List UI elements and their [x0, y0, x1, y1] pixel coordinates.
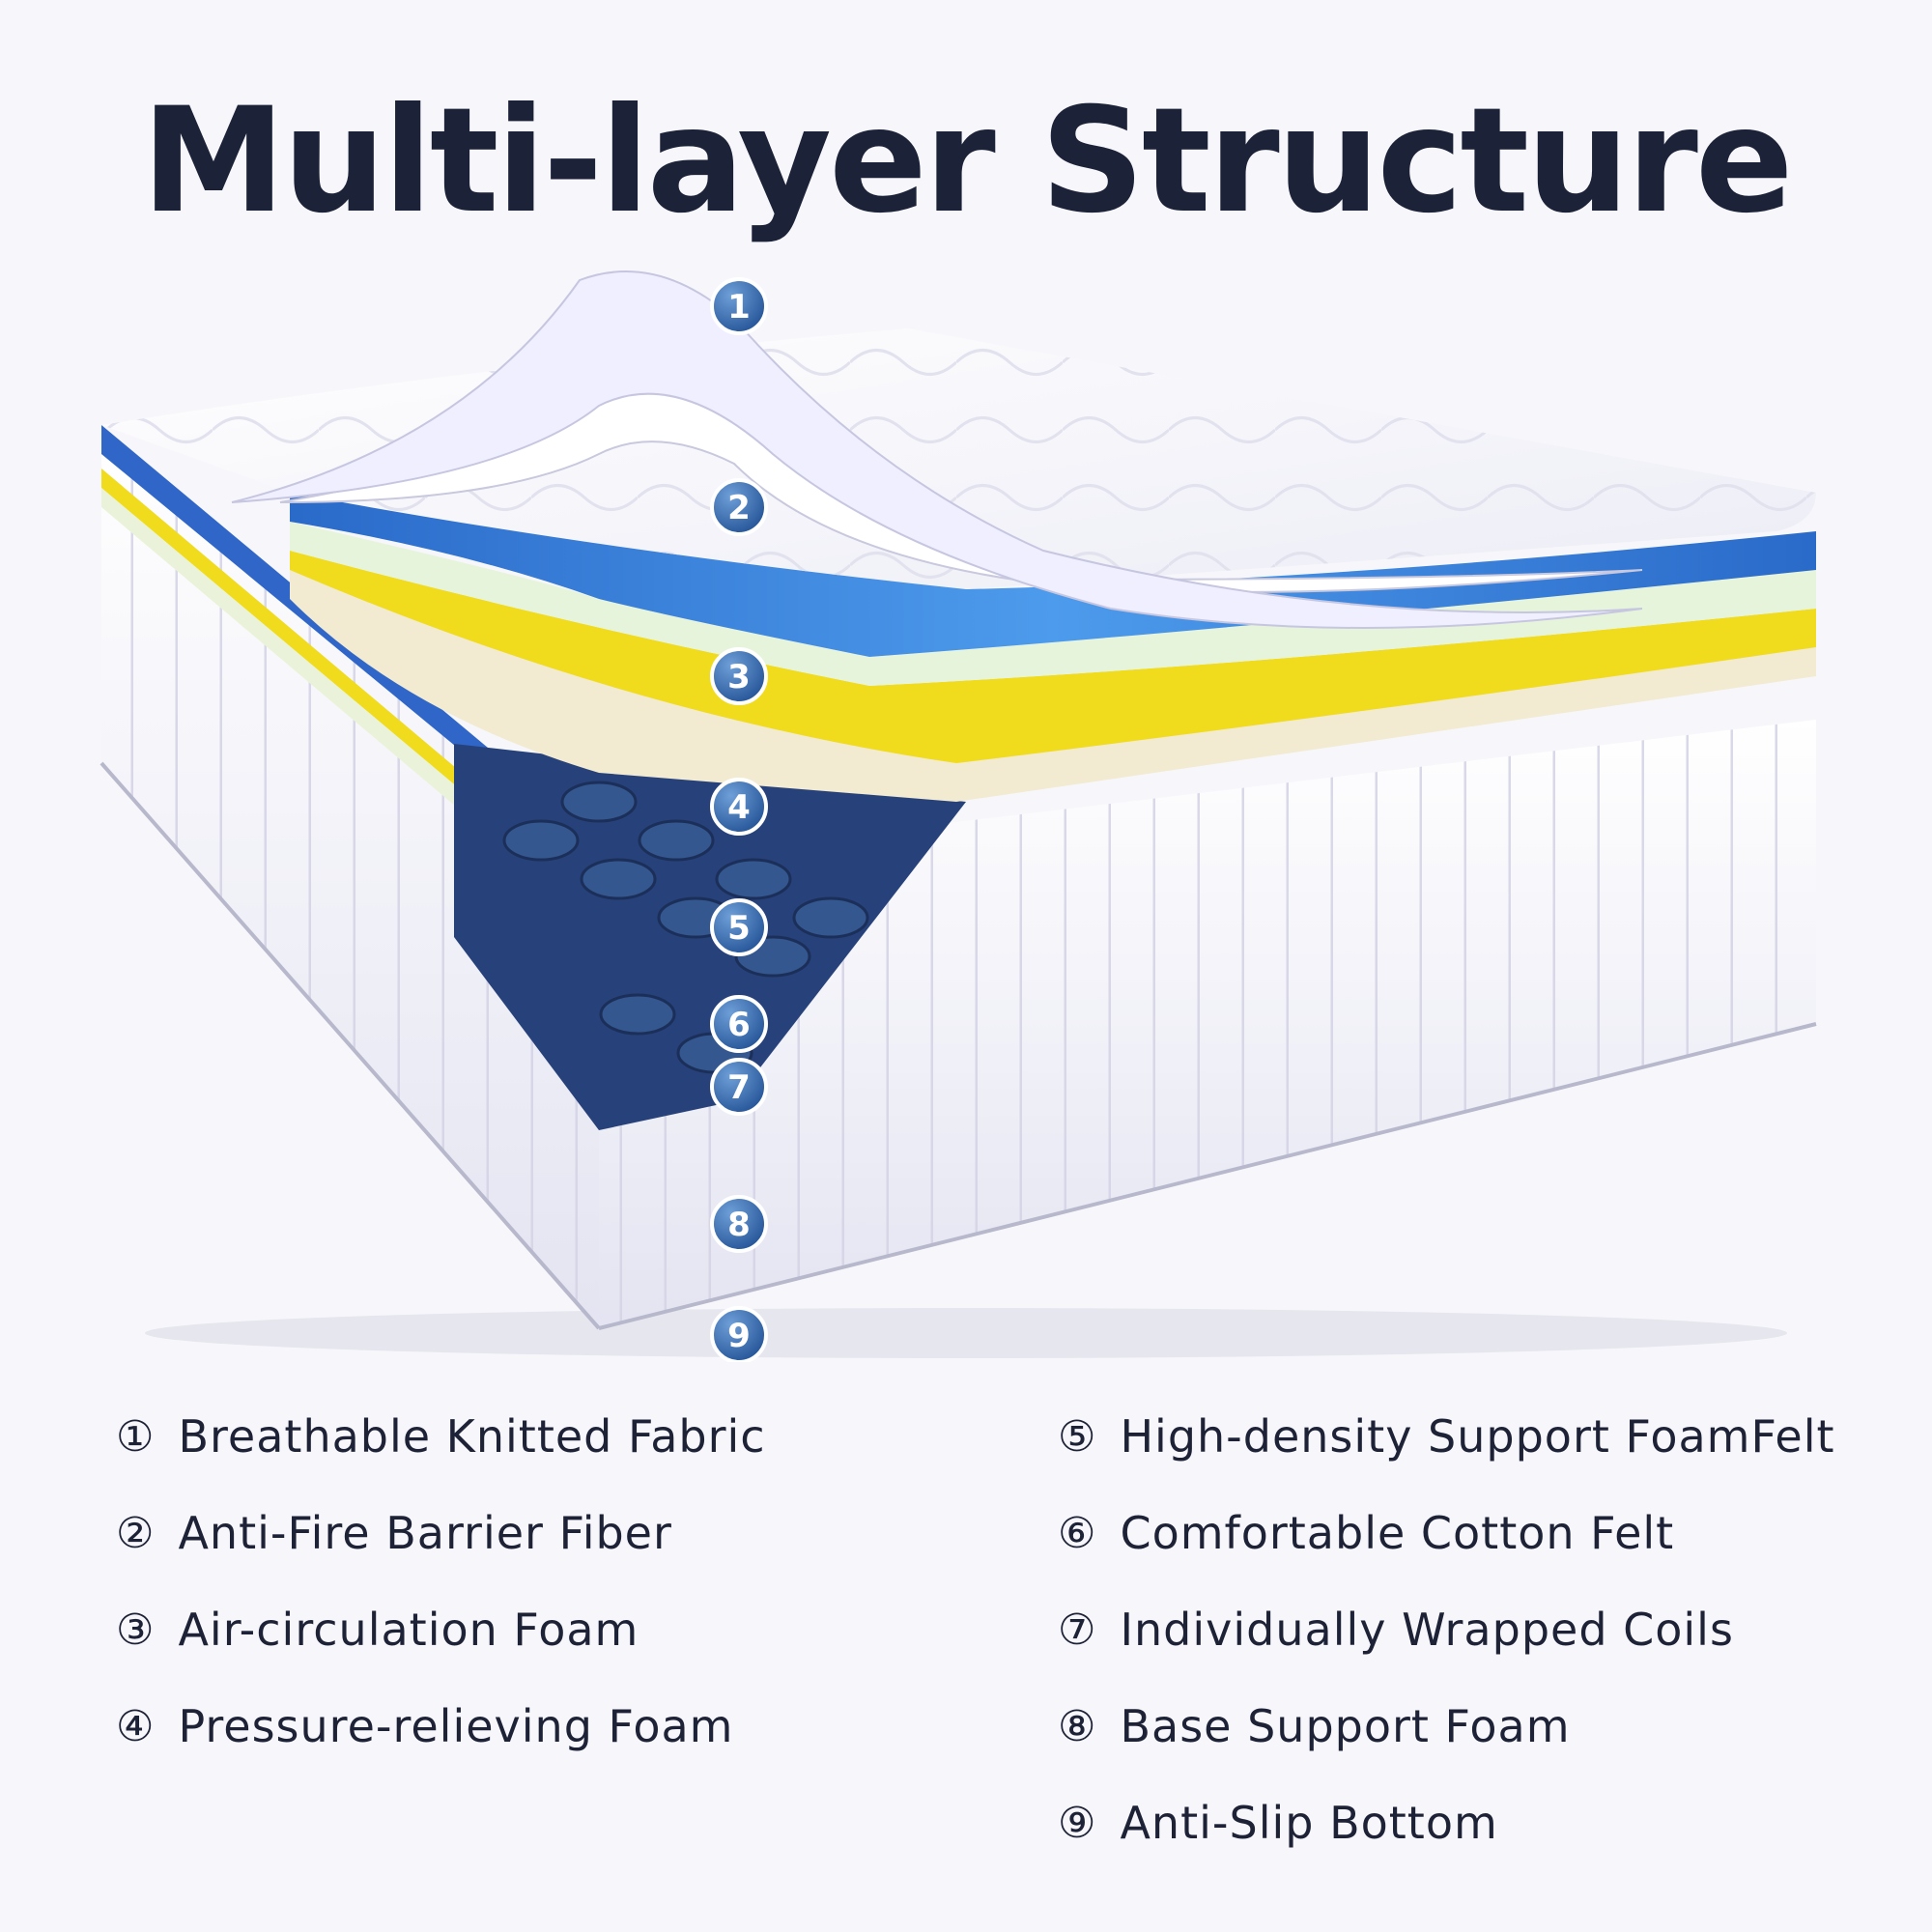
pressure-foam-layer: [290, 522, 1816, 686]
svg-text:2: 2: [727, 489, 751, 527]
legend-item-3: ③ Air-circulation Foam: [116, 1604, 639, 1656]
marker-9: 9: [710, 1306, 768, 1362]
knitted-fabric-sheet: [231, 270, 1643, 629]
legend-item-4: ④ Pressure-relieving Foam: [116, 1700, 733, 1752]
legend-number: ①: [116, 1411, 156, 1462]
legend-item-9: ⑨ Anti-Slip Bottom: [1058, 1797, 1498, 1849]
svg-text:8: 8: [727, 1206, 751, 1244]
legend-label: Pressure-relieving Foam: [178, 1700, 734, 1752]
svg-text:4: 4: [727, 788, 751, 827]
layer-legend: ① Breathable Knitted Fabric ② Anti-Fire …: [0, 1410, 1932, 1913]
legend-item-5: ⑤ High-density Support FoamFelt: [1058, 1410, 1835, 1463]
marker-2: 2: [710, 478, 768, 536]
floor-shadow: [145, 1308, 1787, 1358]
legend-number: ⑤: [1058, 1411, 1097, 1462]
page-title: Multi-layer Structure: [141, 77, 1793, 245]
legend-item-8: ⑧ Base Support Foam: [1058, 1700, 1571, 1752]
legend-label: Base Support Foam: [1120, 1700, 1571, 1752]
cotton-felt-layer: [290, 570, 1816, 802]
svg-text:6: 6: [727, 1006, 751, 1044]
legend-label: Air-circulation Foam: [178, 1604, 639, 1656]
marker-6: 6: [710, 995, 768, 1053]
marker-5: 5: [710, 898, 768, 956]
legend-label: High-density Support FoamFelt: [1120, 1410, 1835, 1463]
legend-number: ④: [116, 1701, 156, 1751]
layer-markers: 1 2 3 4 5 6 7 8 9: [710, 277, 768, 1362]
legend-item-2: ② Anti-Fire Barrier Fiber: [116, 1507, 672, 1559]
mattress-illustration: 1 2 3 4 5 6 7 8 9: [99, 270, 1817, 1362]
marker-8: 8: [710, 1195, 768, 1253]
legend-number: ③: [116, 1605, 156, 1655]
legend-item-7: ⑦ Individually Wrapped Coils: [1058, 1604, 1734, 1656]
legend-label: Individually Wrapped Coils: [1120, 1604, 1734, 1656]
coils-block: [454, 744, 966, 1130]
svg-text:7: 7: [727, 1068, 751, 1107]
legend-number: ⑦: [1058, 1605, 1097, 1655]
legend-number: ②: [116, 1508, 156, 1558]
svg-text:3: 3: [727, 658, 751, 696]
marker-4: 4: [710, 778, 768, 836]
svg-text:9: 9: [727, 1317, 751, 1355]
legend-label: Breathable Knitted Fabric: [178, 1410, 766, 1463]
marker-3: 3: [710, 647, 768, 705]
legend-label: Comfortable Cotton Felt: [1120, 1507, 1675, 1559]
support-foam-layer: [290, 551, 1816, 763]
legend-item-1: ① Breathable Knitted Fabric: [116, 1410, 766, 1463]
legend-label: Anti-Slip Bottom: [1120, 1797, 1498, 1849]
legend-label: Anti-Fire Barrier Fiber: [178, 1507, 672, 1559]
legend-number: ⑥: [1058, 1508, 1097, 1558]
svg-text:1: 1: [727, 288, 751, 327]
legend-number: ⑨: [1058, 1798, 1097, 1848]
legend-number: ⑧: [1058, 1701, 1097, 1751]
marker-7: 7: [710, 1058, 768, 1116]
svg-text:5: 5: [727, 909, 751, 948]
legend-item-6: ⑥ Comfortable Cotton Felt: [1058, 1507, 1674, 1559]
marker-1: 1: [710, 277, 768, 335]
